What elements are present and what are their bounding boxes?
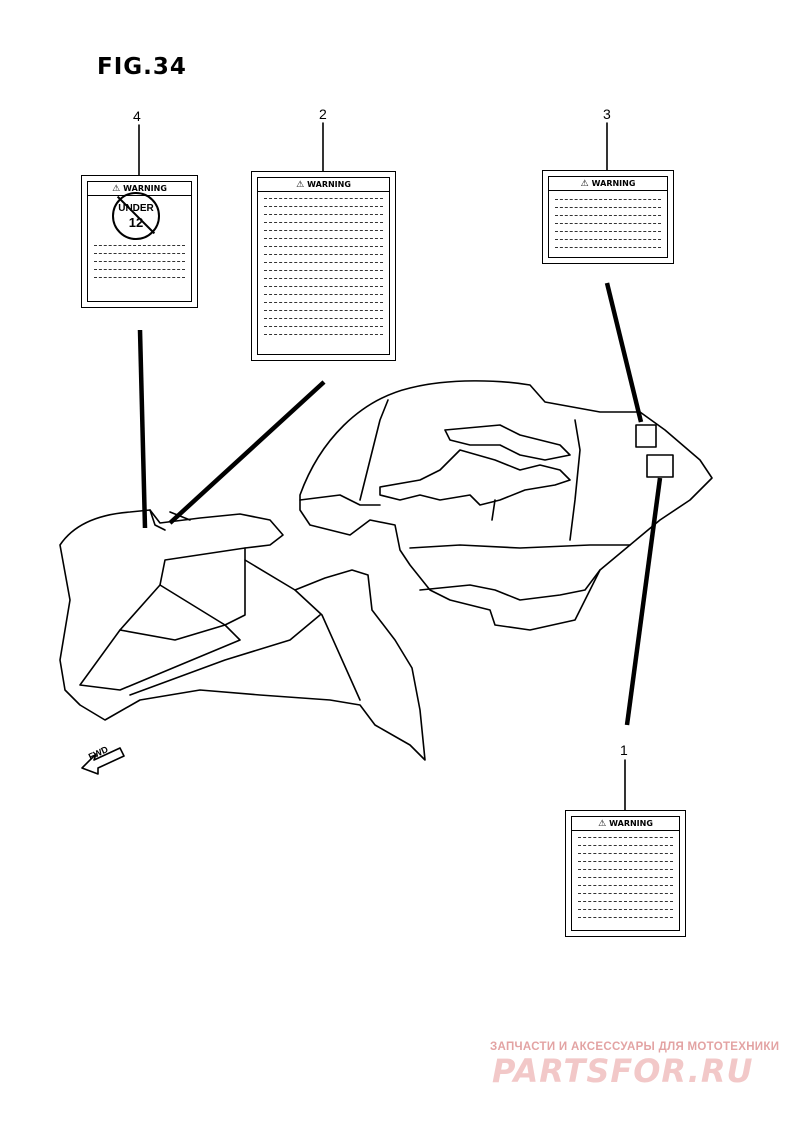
warning-heading: ⚠WARNING (258, 178, 389, 192)
leader-thick-2 (168, 380, 326, 525)
label-text-lines (578, 837, 673, 925)
warning-label-3: ⚠WARNING (542, 170, 674, 264)
under-12-prohibition-badge: UNDER 12 (112, 192, 160, 240)
watermark-tagline: ЗАПЧАСТИ И АКСЕССУАРЫ ДЛЯ МОТОТЕХНИКИ (490, 1041, 780, 1053)
label-placement-rear-lower (646, 454, 674, 478)
rear-fender-outline (299, 380, 713, 631)
warning-triangle-icon: ⚠ (112, 184, 121, 194)
warning-triangle-icon: ⚠ (580, 179, 589, 189)
warning-heading: ⚠WARNING (549, 177, 667, 191)
label-text-lines (555, 199, 661, 255)
warning-triangle-icon: ⚠ (598, 819, 607, 829)
warning-triangle-icon: ⚠ (296, 180, 305, 190)
figure-title: FIG.34 (97, 54, 187, 80)
warning-heading: ⚠WARNING (572, 817, 679, 831)
leader-thick-1 (624, 477, 663, 726)
callout-number-2: 2 (319, 106, 327, 122)
label-placement-rear-upper (635, 424, 657, 448)
watermark-brand-logo: PARTSFOR.RU (492, 1052, 754, 1090)
callout-number-4: 4 (133, 108, 141, 124)
front-fender-outline (59, 509, 426, 761)
label-text-lines (94, 245, 185, 285)
callout-number-3: 3 (603, 106, 611, 122)
warning-label-1: ⚠WARNING (565, 810, 686, 937)
callout-number-1: 1 (620, 742, 628, 758)
fwd-arrow (81, 747, 125, 775)
front-fender-deck (79, 584, 241, 691)
leader-thick-3 (604, 282, 644, 423)
label-text-lines (264, 198, 383, 342)
leader-thick-4 (137, 329, 148, 529)
warning-label-2: ⚠WARNING (251, 171, 396, 361)
